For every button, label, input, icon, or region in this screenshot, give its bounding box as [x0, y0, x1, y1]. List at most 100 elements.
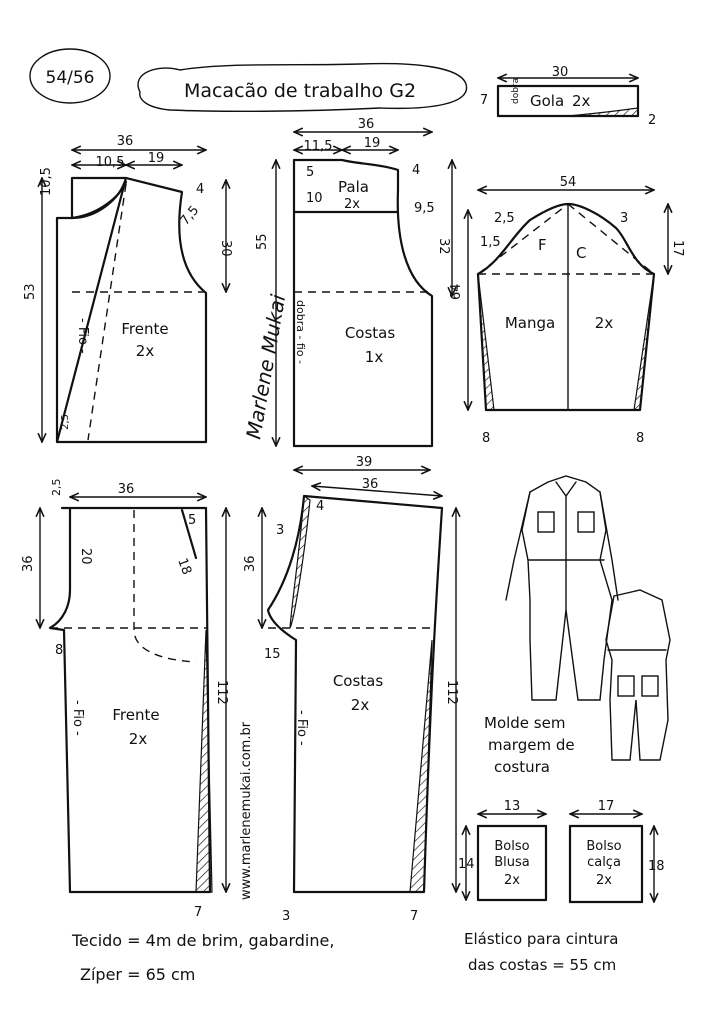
- bc-pala-top: 5: [306, 165, 314, 180]
- cc-crotch-ext: 15: [264, 647, 281, 662]
- cf-hem: 7: [194, 905, 202, 920]
- cf-qty: 2x: [129, 730, 148, 748]
- manga-width: 54: [560, 175, 577, 190]
- ziper-note: Zíper = 65 cm: [80, 965, 195, 984]
- bf-bottom: 2,5: [60, 414, 71, 430]
- bolso-calca-piece: 17 18 Bolso calça 2x: [568, 799, 665, 904]
- bc-shoulder: 19: [364, 136, 381, 151]
- cc-hem-left: 3: [282, 909, 290, 924]
- manga-qty: 2x: [595, 314, 614, 332]
- cf-grain: - Fio -: [70, 700, 85, 736]
- cc-label: Costas: [333, 672, 384, 690]
- bf-armhole: 7,5: [178, 203, 203, 228]
- cc-waist: 36: [362, 477, 379, 492]
- cf-pocket-diag: 18: [174, 556, 194, 577]
- bf-width: 36: [117, 134, 134, 149]
- bf-grain: - Fio -: [75, 318, 90, 354]
- bc-shoulder-drop: 4: [412, 163, 420, 178]
- cf-crotch-ext: 8: [55, 643, 63, 658]
- gola-qty: 2x: [572, 92, 591, 110]
- bc-pala-qty: 2x: [344, 197, 360, 212]
- bolso-blusa-outline: [476, 824, 548, 902]
- bf-shoulder: 19: [148, 151, 165, 166]
- calca-costas-piece: 39 36 4 3 36 15 112 - Fio - Costas 2x 3 …: [243, 455, 459, 924]
- elastico-note-1: Elástico para cintura: [464, 930, 618, 948]
- bb-label2: Blusa: [494, 855, 530, 870]
- cc-qty: 2x: [351, 696, 370, 714]
- bc-armhole-h: 32: [436, 238, 451, 255]
- bc-armhole: 9,5: [414, 201, 435, 216]
- title-bubble: [137, 62, 468, 113]
- gola-dim-height: 7: [480, 93, 488, 108]
- calca-frente-piece: 36 2,5 20 18 5 36 8 112 - Fio - Frente 2…: [21, 479, 229, 920]
- note-line-3: costura: [494, 758, 550, 776]
- manga-front-curve: 2,5: [494, 211, 515, 226]
- cf-pocket-w: 5: [188, 513, 196, 528]
- cc-length: 112: [444, 680, 459, 705]
- page-title: Macacão de trabalho G2: [184, 80, 416, 102]
- signature: Marlene Mukai: [241, 292, 290, 441]
- blusa-costas-piece: 36 11,5 19 5 10 4 9,5 Pala 2x 32 55 dobr…: [255, 117, 452, 448]
- gola-dim-width: 30: [552, 65, 569, 80]
- manga-hem-left: 8: [482, 431, 490, 446]
- bc-pala-h: 10: [306, 191, 323, 206]
- bf-neck-w: 10,5: [96, 155, 125, 170]
- cf-waist-step: 2,5: [50, 479, 63, 497]
- cc-crotch-h: 36: [243, 555, 258, 572]
- bk-width: 17: [598, 799, 615, 814]
- bk-label2: calça: [587, 855, 621, 870]
- blusa-frente-piece: 36 10,5 19 10,5 4 7,5 30 53 2,5 - Fio - …: [23, 134, 233, 444]
- bc-length: 55: [255, 233, 270, 250]
- tecido-note: Tecido = 4m de brim, gabardine,: [71, 931, 334, 950]
- manga-back: C: [576, 244, 586, 262]
- manga-back-curve: 3: [620, 211, 628, 226]
- manga-front-side: 1,5: [480, 235, 501, 250]
- bf-label: Frente: [121, 320, 168, 338]
- calca-costas-outline: [266, 494, 444, 894]
- jumpsuit-back-sketch: [605, 589, 671, 761]
- gola-piece: 30 7 dobra Gola 2x 2: [480, 65, 656, 128]
- note-line-2: margem de: [488, 736, 575, 754]
- bb-width: 13: [504, 799, 521, 814]
- bk-qty: 2x: [596, 873, 612, 888]
- bf-qty: 2x: [136, 342, 155, 360]
- cf-crotch-h: 36: [21, 555, 36, 572]
- cc-waist-rise: 4: [316, 499, 324, 514]
- cf-pocket-h: 20: [78, 548, 93, 565]
- manga-label: Manga: [505, 314, 555, 332]
- bb-height: 14: [458, 857, 475, 872]
- bc-label: Costas: [345, 324, 396, 342]
- no-seam-note: Molde sem margem de costura: [484, 714, 575, 776]
- cc-top-width: 39: [356, 455, 373, 470]
- bb-label: Bolso: [494, 839, 529, 854]
- bf-length: 53: [23, 283, 38, 300]
- manga-front: F: [538, 236, 547, 254]
- size-label: 54/56: [46, 68, 95, 88]
- bf-neck-drop: 10,5: [39, 167, 54, 196]
- bk-height: 18: [648, 859, 665, 874]
- cc-grain: - Fio -: [294, 710, 309, 746]
- bc-width: 36: [358, 117, 375, 132]
- bolso-blusa-piece: 13 14 Bolso Blusa 2x: [458, 799, 548, 902]
- bc-grain: dobra - fio -: [294, 300, 307, 364]
- header: 54/56 Macacão de trabalho G2: [29, 48, 468, 113]
- size-bubble: [29, 48, 111, 104]
- manga-cap-h: 17: [670, 240, 685, 257]
- gola-label: Gola: [530, 92, 564, 110]
- manga-piece: 54 17 2,5 3 1,5 F C 64 Manga 2x 8 8: [449, 175, 685, 446]
- elastico-note-2: das costas = 55 cm: [468, 956, 616, 974]
- bc-pala-label: Pala: [338, 178, 369, 196]
- bb-qty: 2x: [504, 873, 520, 888]
- bf-shoulder-drop: 4: [196, 182, 204, 197]
- manga-outline: [476, 202, 656, 412]
- cf-width: 36: [118, 482, 135, 497]
- bc-neck-w: 11,5: [304, 139, 333, 154]
- note-line-1: Molde sem: [484, 714, 565, 732]
- cc-seam: 3: [276, 523, 284, 538]
- manga-length: 64: [449, 283, 464, 300]
- gola-fold: dobra: [511, 78, 521, 104]
- gola-dim-end: 2: [648, 113, 656, 128]
- calca-frente-outline: [48, 506, 212, 894]
- manga-hem-right: 8: [636, 431, 644, 446]
